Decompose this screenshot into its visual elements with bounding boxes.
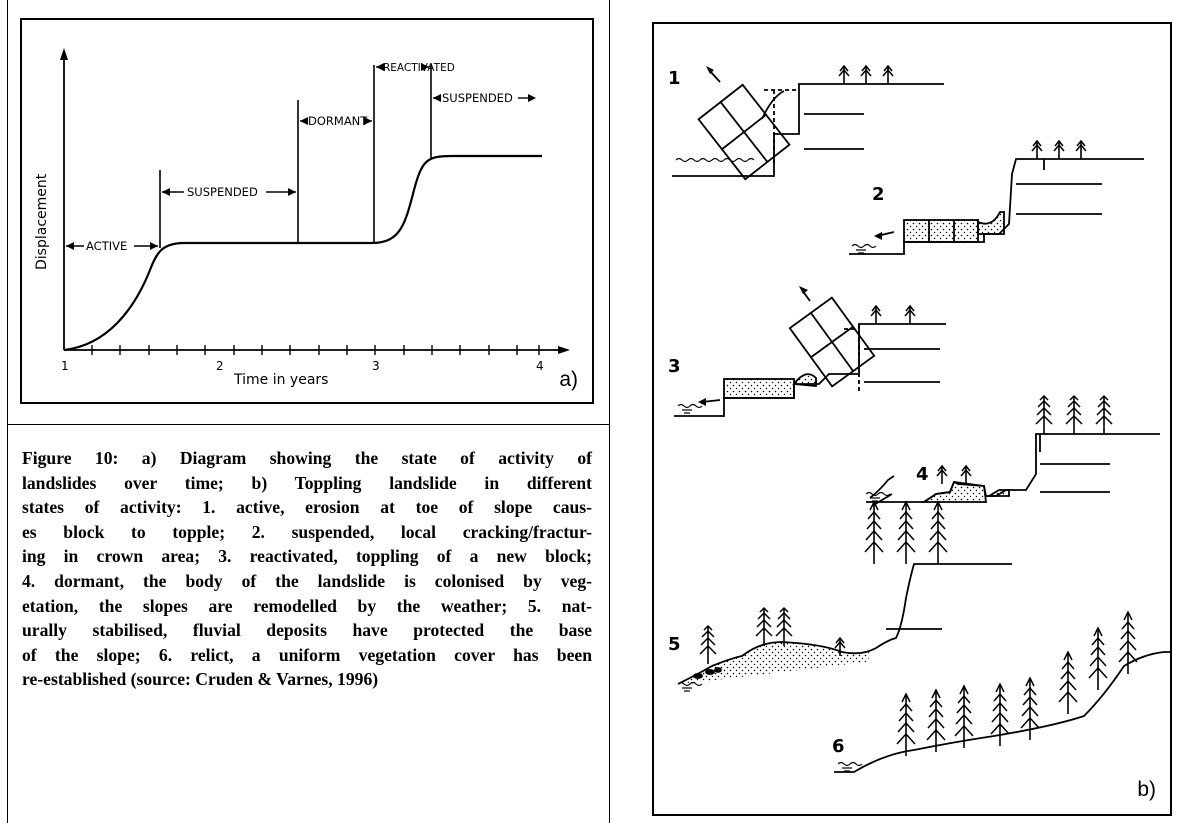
state-boundaries [160,65,431,248]
figure-caption: Figure 10: a) Diagram showing the state … [22,446,592,692]
table-border-left [7,0,8,823]
stage-2-sketch [849,141,1144,254]
stage-number-1: 1 [668,68,681,89]
caption-line: of the slope; 6. relict, a uniform veget… [22,643,592,668]
panel-b-label: b) [1137,778,1156,802]
table-divider-vertical [609,0,610,823]
stage-3-sketch [674,286,946,416]
state-label-reactivated: REACTIVATED [383,62,455,74]
state-label-suspended-2: SUSPENDED [442,91,513,105]
activity-diagram: ACTIVE SUSPENDED DORMANT REACTIVATED SUS… [22,20,592,402]
stage-4-sketch [866,396,1160,506]
caption-line: re-established (source: Cruden & Varnes,… [22,667,592,692]
x-axis-arrow [558,346,570,354]
toppling-stages-panel: 1 2 3 4 5 6 b) [652,22,1172,816]
x-tick-label-2: 2 [216,359,224,373]
state-label-dormant: DORMANT [308,114,368,128]
activity-diagram-panel: ACTIVE SUSPENDED DORMANT REACTIVATED SUS… [20,18,594,404]
y-axis-label: Displacement [34,173,50,270]
stage-number-2: 2 [872,184,885,205]
panel-a-label: a) [559,368,578,392]
stage-number-4: 4 [916,464,929,485]
x-tick-label-4: 4 [536,359,544,373]
caption-line: etation, the slopes are remodelled by th… [22,594,592,619]
stage-6-sketch [834,612,1170,772]
stage-number-5: 5 [668,634,681,655]
caption-line: ing in crown area; 3. reactivated, toppl… [22,544,592,569]
caption-line: urally stabilised, fluvial deposits have… [22,618,592,643]
state-label-active: ACTIVE [86,239,127,253]
y-axis-arrow [60,48,68,60]
state-label-suspended-1: SUSPENDED [187,185,258,199]
x-tick-label-1: 1 [61,359,69,373]
toppling-stages-diagram: 1 2 3 4 5 6 [654,24,1170,814]
x-axis-label: Time in years [233,372,328,388]
table-divider-horizontal [7,424,609,425]
caption-line: states of activity: 1. active, erosion a… [22,495,592,520]
caption-line: 4. dormant, the body of the landslide is… [22,569,592,594]
caption-line: es block to topple; 2. suspended, local … [22,520,592,545]
stage-number-3: 3 [668,356,681,377]
stage-1-sketch [672,66,944,179]
caption-line: Figure 10: a) Diagram showing the state … [22,446,592,471]
stage-5-sketch [678,502,1012,691]
x-tick-label-3: 3 [372,359,380,373]
caption-line: landslides over time; b) Toppling landsl… [22,471,592,496]
displacement-curve [64,156,542,350]
stage-number-6: 6 [832,736,845,757]
